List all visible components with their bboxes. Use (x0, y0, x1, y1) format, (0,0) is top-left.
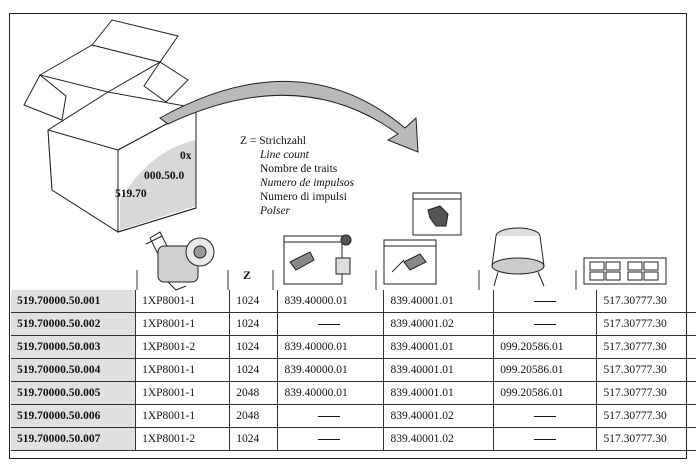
article-code-cell: 519.70000.50.001 (11, 290, 137, 313)
model-cell: 1XP8001-2 (135, 335, 231, 359)
model-cell: 1XP8001-1 (135, 312, 231, 336)
line-count-cell: 1024 (229, 290, 279, 313)
article-code-cell: 519.70000.50.007 (11, 427, 137, 451)
not-applicable-dash (534, 415, 557, 417)
line-count-cell: 2048 (229, 404, 279, 428)
not-applicable-dash (318, 438, 341, 440)
document-frame (9, 13, 687, 459)
connector-cell: 517.30777.30 (596, 404, 696, 428)
line-count-cell: 1024 (229, 427, 279, 451)
model-cell: 1XP8001-1 (135, 358, 231, 382)
not-applicable-dash (534, 323, 557, 325)
box-label-1: 0x (180, 150, 192, 162)
parts-bag-cell: 839.40001.01 (383, 381, 495, 405)
bell-cell (493, 312, 598, 336)
article-code-cell: 519.70000.50.006 (11, 404, 137, 428)
mounting-kit-cell: 839.40000.01 (277, 335, 385, 359)
mounting-kit-bag-icon (283, 234, 352, 285)
parts-bag-cell: 839.40001.02 (383, 427, 495, 451)
mounting-kit-cell: 839.40000.01 (277, 358, 385, 382)
legend-heading: Z = Strichzahl (240, 135, 306, 147)
small-parts-bag-icon (383, 239, 437, 285)
connector-cell: 517.30777.30 (596, 290, 696, 313)
bell-cell (493, 427, 598, 451)
mounting-kit-cell (277, 312, 385, 336)
mounting-kit-cell: 839.40000.01 (277, 381, 385, 405)
article-code-cell: 519.70000.50.005 (11, 381, 137, 405)
model-cell: 1XP8001-1 (135, 381, 231, 405)
cable-connectors-icon (583, 257, 667, 285)
not-applicable-dash (534, 438, 557, 440)
encoder-unit-icon (145, 231, 215, 291)
parts-bag-cell: 839.40001.01 (383, 290, 495, 313)
line-count-cell: 1024 (229, 335, 279, 359)
box-label-2: 000.50.0 (144, 170, 185, 182)
parts-bag-cell: 839.40001.02 (383, 404, 495, 428)
bell-cell (493, 404, 598, 428)
z-column-header: Z (243, 268, 252, 282)
line-count-cell: 2048 (229, 381, 279, 405)
connector-cell: 517.30777.30 (596, 358, 696, 382)
connector-cell: 517.30777.30 (596, 312, 696, 336)
connector-cell: 517.30777.30 (596, 381, 696, 405)
not-applicable-dash (318, 415, 341, 417)
box-label-3: 519.70 (115, 188, 147, 200)
article-code-cell: 519.70000.50.003 (11, 335, 137, 359)
parts-bag-cell: 839.40001.01 (383, 335, 495, 359)
legend-line-fr: Nombre de traits (260, 163, 338, 175)
arrow-icon (159, 80, 419, 153)
not-applicable-dash (318, 323, 341, 325)
article-code-cell: 519.70000.50.004 (11, 358, 137, 382)
legend-line-it: Numero di impulsi (260, 191, 347, 203)
bell-cell: 099.20586.01 (493, 381, 598, 405)
model-cell: 1XP8001-2 (135, 427, 231, 451)
line-count-cell: 1024 (229, 312, 279, 336)
legend-line-nl: Polser (260, 205, 291, 217)
legend-line-es: Numero de impulsos (260, 177, 355, 189)
model-cell: 1XP8001-1 (135, 290, 231, 313)
mounting-kit-cell (277, 427, 385, 451)
connector-cell: 517.30777.30 (596, 427, 696, 451)
model-cell: 1XP8001-1 (135, 404, 231, 428)
connector-cell: 517.30777.30 (596, 335, 696, 359)
product-box-icon (23, 19, 197, 233)
not-applicable-dash (534, 300, 557, 302)
mounting-bell-icon (491, 227, 545, 287)
coupling-bag-icon (412, 192, 462, 236)
bell-cell: 099.20586.01 (493, 335, 598, 359)
legend-line-en: Line count (260, 149, 309, 161)
mounting-kit-cell: 839.40000.01 (277, 290, 385, 313)
parts-bag-cell: 839.40001.01 (383, 358, 495, 382)
parts-bag-cell: 839.40001.02 (383, 312, 495, 336)
mounting-kit-cell (277, 404, 385, 428)
line-count-legend: Z = Strichzahl Line count Nombre de trai… (240, 134, 354, 218)
line-count-cell: 1024 (229, 358, 279, 382)
bell-cell (493, 290, 598, 313)
bell-cell: 099.20586.01 (493, 358, 598, 382)
article-code-cell: 519.70000.50.002 (11, 312, 137, 336)
